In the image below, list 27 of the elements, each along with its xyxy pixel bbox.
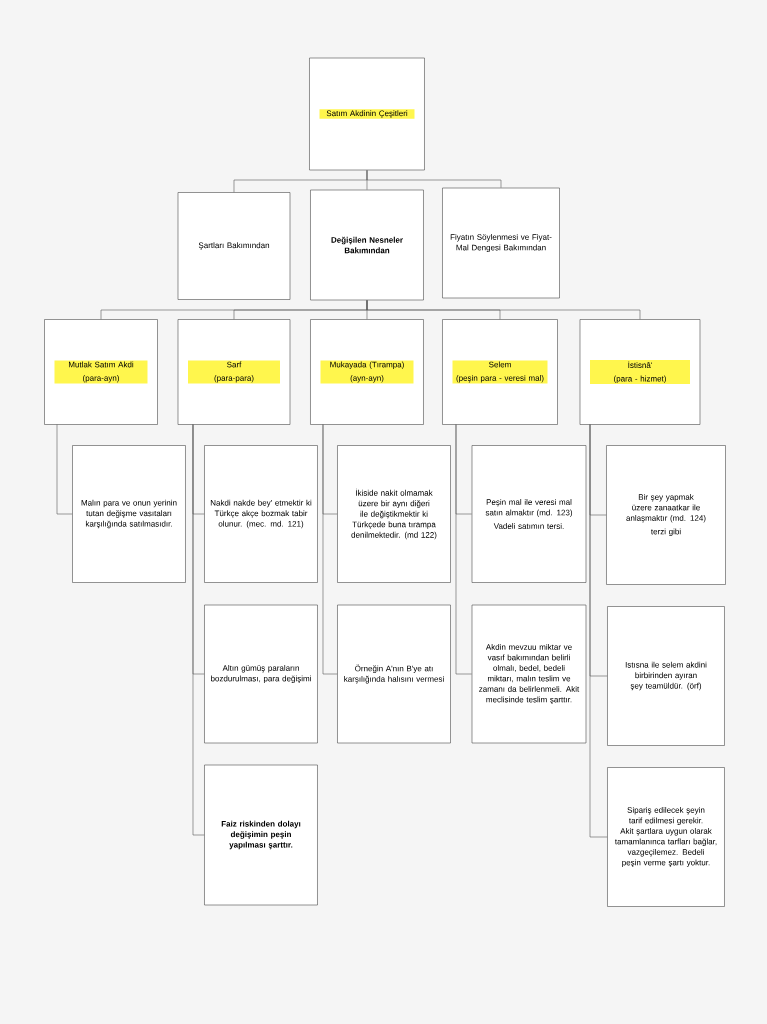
description-box: Bir şey yapmak üzere zanaatkar ile anlaşmaktır (md. 124) terzi gibi [606, 445, 726, 585]
connector-line [455, 424, 472, 675]
category-box: Selem (peşin para - veresi mal) [442, 319, 558, 425]
description-box: Istısna ile selem akdini birbirinden ayıran şey teamüldür. (örf) [607, 606, 725, 746]
description-box: Malın para ve onun yerinin tutan değişme vasıtaları karşılığında satılmasıdır. [72, 445, 186, 583]
description-box: Altın gümüş paraların bozdurulması, para değişimi [204, 604, 318, 744]
connector-line [56, 424, 73, 515]
category-box: Sarf (para-para) [177, 319, 291, 425]
description-box: Faiz riskinden dolayı değişimin peşin yapılması şarttır. [204, 764, 318, 906]
description-box: İkiside nakit olmamak üzere bir aynı diğeri ile değiştikmektir ki Türkçede buna tırampa denilmektedir. (md 122) [337, 445, 451, 583]
category-box: İstisnâ' (para - hizmet) [579, 319, 701, 425]
category-box: Mukayada (Tırampa) (ayn-ayn) [310, 319, 424, 425]
connector-line [322, 424, 338, 675]
connector-line [366, 170, 502, 188]
connector-line [192, 424, 205, 836]
category-box: Mutlak Satım Akdi (para-ayn) [44, 319, 158, 425]
description-box: Sipariş edilecek şeyin tarif edilmesi gerekir. Akit şartlara uygun olarak tamamlanınca tarfları bağlar, vazgeçilemez. Bedeli peşin verme şartı yoktur. [607, 767, 725, 907]
connector-line [589, 424, 608, 838]
title-box: Satım Akdinin Çeşitleri [309, 57, 425, 171]
category-box: Değişilen Nesneler Bakımından [310, 189, 424, 301]
category-box: Fiyatın Söylenmesi ve Fiyat-Mal Dengesi Bakımından [442, 187, 560, 299]
description-box: Örneğin A'nın B'ye atı karşılığında halısını vermesi [337, 604, 451, 744]
description-box: Nakdi nakde bey' etmektir ki Türkçe akçe bozmak tabir olunur. (mec. md. 121) [204, 445, 318, 583]
connector-line [366, 300, 641, 320]
description-box: Peşin mal ile veresi mal satın almaktır (md. 123) Vadeli satımın tersi. [471, 445, 587, 583]
category-box: Şartları Bakımından [177, 192, 291, 300]
description-box: Akdin mevzuu miktar ve vasıf bakımından belirli olmalı, bedel, bedeli miktarı, malın teslim ve zamanı da belirlenmeli. Akit meclisinde teslim şarttır. [471, 604, 587, 744]
